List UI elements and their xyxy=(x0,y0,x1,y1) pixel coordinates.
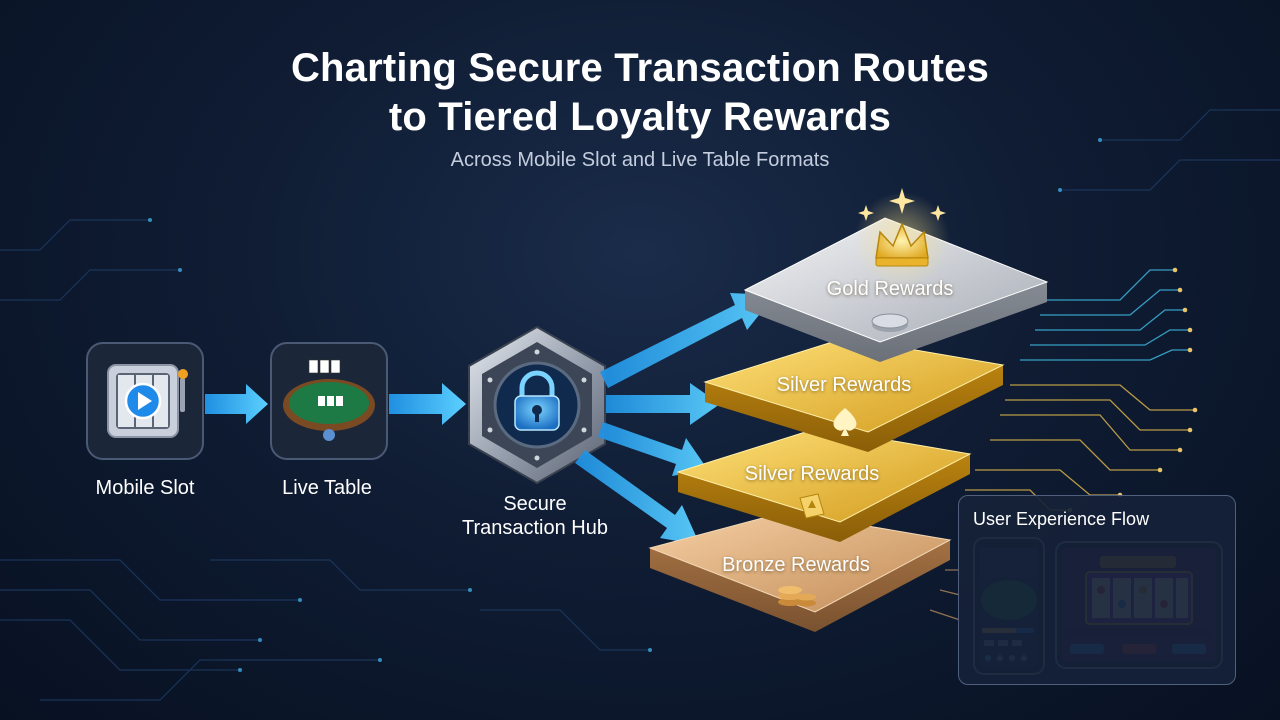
page-title-line-1: Charting Secure Transaction Routes xyxy=(290,46,990,90)
arrow-hub-to-silver-1 xyxy=(606,383,720,425)
secure-hub-label-line-1: Secure xyxy=(503,493,567,515)
spade-icon xyxy=(833,408,857,436)
slot-machine-icon xyxy=(107,364,188,438)
live-table-label: Live Table xyxy=(282,477,372,499)
tier-silver-1-plate xyxy=(703,337,1005,452)
card-icon xyxy=(799,493,825,519)
arrow-hub-to-gold xyxy=(600,293,775,388)
tier-silver-1-label: Silver Rewards xyxy=(776,374,912,396)
arrow-slot-to-table xyxy=(205,384,268,424)
live-table-node xyxy=(270,342,388,460)
circuit-traces-bronze xyxy=(929,569,961,621)
circuit-trace-dots xyxy=(1067,267,1198,513)
tier-gold-label: Gold Rewards xyxy=(826,278,954,300)
hub-to-tier-arrows xyxy=(575,293,775,545)
tier-bronze-label: Bronze Rewards xyxy=(722,554,870,576)
arrow-table-to-hub xyxy=(389,383,466,425)
tier-bronze-plate xyxy=(648,511,952,632)
mobile-slot-label: Mobile Slot xyxy=(95,477,195,499)
arrow-hub-to-bronze xyxy=(575,450,700,545)
coin-stack-icon xyxy=(778,586,816,607)
page-subtitle: Across Mobile Slot and Live Table Format… xyxy=(450,149,830,171)
circuit-traces-gold xyxy=(965,384,1195,511)
arrow-hub-to-silver-2 xyxy=(598,422,708,476)
secure-hub-label: Secure Transaction Hub xyxy=(440,492,630,540)
circuit-traces-cyan xyxy=(1020,269,1190,361)
padlock-shield-icon xyxy=(514,370,560,431)
ux-flow-title: User Experience Flow xyxy=(973,509,1150,529)
ux-flow-panel: User Experience Flow xyxy=(958,495,1236,685)
secure-hub-node xyxy=(468,325,606,485)
poker-table-icon xyxy=(283,359,375,441)
tier-silver-2-label: Silver Rewards xyxy=(744,463,880,485)
tier-silver-2-plate xyxy=(676,427,972,542)
secure-hub-label-line-2: Transaction Hub xyxy=(462,517,608,539)
background-circuit-dots xyxy=(148,138,1102,672)
mobile-slot-node xyxy=(86,342,204,460)
background-circuit-lines xyxy=(0,109,1280,701)
page-title-line-2: to Tiered Loyalty Rewards xyxy=(388,95,892,139)
crown-icon xyxy=(854,192,950,288)
sparkle-icons xyxy=(858,188,946,221)
